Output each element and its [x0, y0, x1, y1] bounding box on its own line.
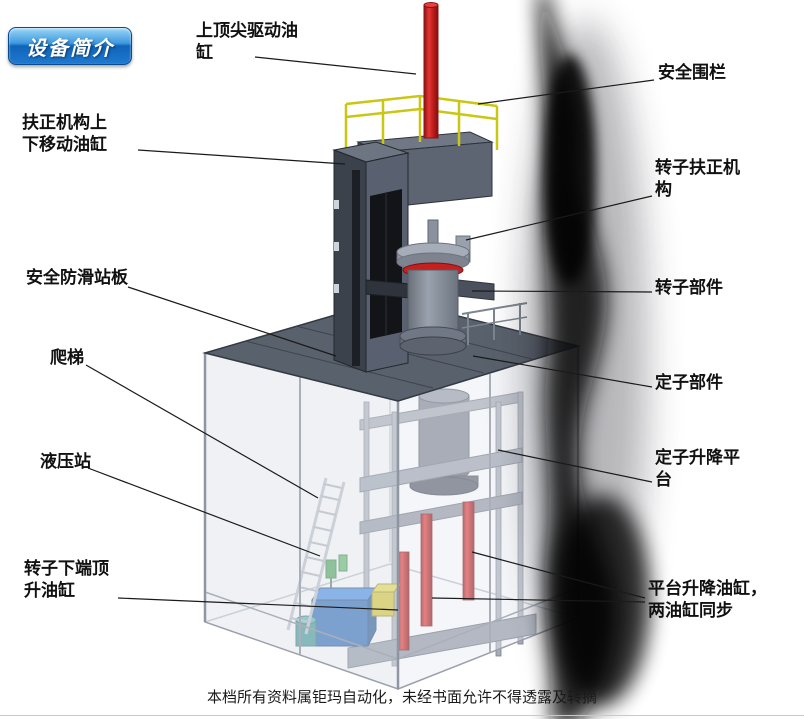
leader-ladder — [85, 364, 319, 499]
label-centering-move-cylinder: 扶正机构上 下移动油缸 — [22, 113, 107, 156]
label-top-drive-cylinder: 上顶尖驱动油 缸 — [196, 21, 298, 64]
label-safety-fence: 安全围栏 — [658, 63, 726, 83]
leader-top-drive-cylinder — [254, 56, 417, 75]
rotor-assembly — [365, 219, 495, 356]
leader-centering-cylinder — [137, 149, 346, 165]
press-column — [332, 141, 410, 373]
safety-fence-shape — [344, 94, 499, 150]
leader-rotor-bottom-jack — [117, 597, 399, 611]
leader-platform-lift-b — [431, 597, 646, 603]
leader-rotor-part — [471, 290, 653, 293]
leader-anti-slip-board — [127, 286, 337, 357]
label-ladder: 爬梯 — [50, 348, 84, 368]
label-rotor-centering-mechanism: 转子扶正机 构 — [655, 158, 740, 201]
footer-disclaimer: 本档所有资料属钜玛自动化，未经书面允许不得透露及转摘 — [206, 688, 597, 706]
platform-railing — [461, 302, 528, 345]
label-rotor-part: 转子部件 — [655, 278, 723, 298]
label-platform-lift-cylinders: 平台升降油缸， 两油缸同步 — [648, 579, 767, 622]
title-badge: 设备简介 — [8, 27, 132, 65]
leader-rotor-centering — [465, 195, 653, 241]
label-stator-part: 定子部件 — [655, 373, 723, 393]
bottom-divider — [0, 715, 804, 716]
smoke-shadow — [523, 0, 650, 719]
leader-hydraulic-station — [87, 467, 321, 557]
label-stator-lift-platform: 定子升降平 台 — [655, 448, 740, 491]
label-anti-slip-board: 安全防滑站板 — [26, 268, 128, 288]
leader-stator-part — [472, 355, 653, 388]
leader-platform-lift-a — [471, 551, 646, 599]
leader-stator-lift-platform — [497, 449, 653, 483]
leader-safety-fence — [477, 79, 655, 105]
top-drive-cylinder-shape — [423, 2, 439, 139]
label-rotor-bottom-jack: 转子下端顶 升油缸 — [24, 559, 109, 602]
label-hydraulic-station: 液压站 — [40, 452, 91, 472]
leader-lines — [85, 56, 655, 611]
